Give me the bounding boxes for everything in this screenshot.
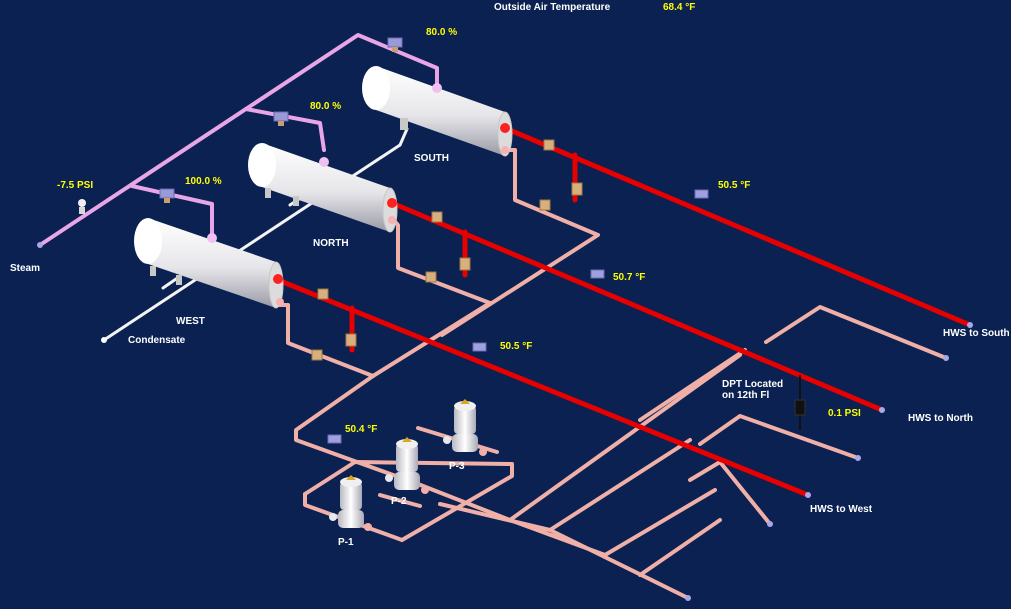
west-valve-position[interactable]: 100.0 %	[185, 176, 222, 187]
pipe-end-caps	[37, 242, 973, 601]
steam-label: Steam	[10, 263, 41, 274]
outlet-west-label: HWS to West	[810, 504, 873, 515]
steam-pressure-value[interactable]: -7.5 PSI	[57, 180, 94, 191]
steam-valve-south-icon[interactable]	[387, 37, 403, 52]
pump-p1[interactable]	[329, 475, 372, 531]
condensate-label: Condensate	[128, 335, 186, 346]
steam-valve-north-icon[interactable]	[273, 111, 289, 126]
heat-exchanger-north[interactable]	[248, 143, 398, 233]
north-valve-position[interactable]: 80.0 %	[310, 101, 342, 112]
outside-air-temp-value[interactable]: 68.4 °F	[663, 2, 696, 13]
south-valve-position[interactable]: 80.0 %	[426, 27, 458, 38]
outlet-south-label: HWS to South	[943, 328, 1010, 339]
temp-sensor-return-icon[interactable]	[327, 434, 342, 444]
supply-temp-south[interactable]: 50.5 °F	[718, 180, 751, 191]
pump-p3-label: P-3	[449, 461, 465, 472]
pump-p1-label: P-1	[338, 537, 354, 548]
exchanger-south-label: SOUTH	[414, 153, 449, 164]
dpt-location-line1: DPT Located	[722, 379, 784, 390]
return-temp[interactable]: 50.4 °F	[345, 424, 378, 435]
exchanger-west-label: WEST	[176, 316, 205, 327]
outlet-north-label: HWS to North	[908, 413, 973, 424]
heat-exchanger-west[interactable]	[134, 218, 284, 309]
temp-sensor-south-icon[interactable]	[694, 189, 709, 199]
steam-valve-west-icon[interactable]	[159, 188, 175, 203]
steam-pressure-sensor-icon[interactable]	[78, 199, 86, 214]
pump-p2-label: P-2	[391, 496, 407, 507]
temp-sensor-north-icon[interactable]	[590, 269, 605, 279]
pump-p3[interactable]	[443, 399, 487, 456]
dpt-location-line2: on 12th Fl	[722, 390, 770, 401]
isolation-valves	[311, 139, 583, 361]
dpt-sensor-icon[interactable]	[794, 375, 806, 430]
supply-temp-west[interactable]: 50.5 °F	[500, 341, 533, 352]
heat-exchanger-south[interactable]	[362, 66, 513, 157]
supply-temp-north[interactable]: 50.7 °F	[613, 272, 646, 283]
exchanger-north-label: NORTH	[313, 238, 349, 249]
temp-sensor-west-icon[interactable]	[472, 342, 487, 352]
dpt-value[interactable]: 0.1 PSI	[828, 408, 861, 419]
pump-p2[interactable]	[385, 437, 429, 494]
outside-air-temp-label: Outside Air Temperature	[494, 2, 611, 13]
